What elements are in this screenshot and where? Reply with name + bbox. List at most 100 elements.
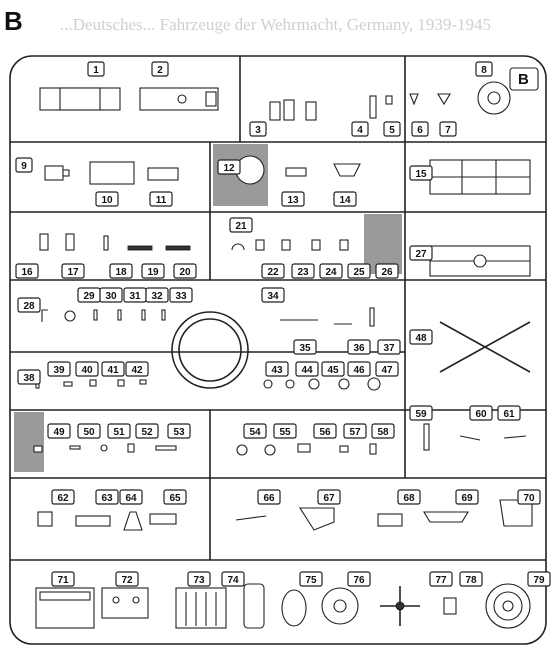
part-label-box	[51, 571, 75, 587]
part-label-box	[377, 339, 401, 355]
part-label-70: 70	[517, 489, 541, 505]
part-label-box	[347, 361, 371, 377]
part-label-box	[163, 489, 187, 505]
part-6-7	[409, 93, 451, 106]
part-label-text: 15	[415, 169, 427, 180]
part-label-5: 5	[383, 121, 401, 137]
part-label-18: 18	[109, 263, 133, 279]
part-label-53: 53	[167, 423, 191, 439]
part-label-text: 46	[353, 365, 365, 376]
part-label-text: 19	[147, 267, 159, 278]
part-label-text: 62	[57, 493, 69, 504]
part-3	[269, 99, 317, 121]
part-label-box	[135, 423, 159, 439]
part-label-text: 6	[417, 125, 423, 136]
part-label-59: 59	[409, 405, 433, 421]
part-label-46: 46	[347, 361, 371, 377]
part-label-text: 38	[23, 373, 35, 384]
part-label-text: 52	[141, 427, 153, 438]
part-label-65: 65	[163, 489, 187, 505]
sprue-frame	[9, 55, 547, 645]
part-label-text: 75	[305, 575, 317, 586]
corner-letter: B	[518, 71, 529, 88]
parts-49-53	[33, 443, 177, 453]
part-label-17: 17	[61, 263, 85, 279]
part-label-73: 73	[187, 571, 211, 587]
part-label-61: 61	[497, 405, 521, 421]
part-label-57: 57	[343, 423, 367, 439]
part-15	[429, 159, 531, 195]
part-label-45: 45	[321, 361, 345, 377]
part-label-box	[257, 489, 281, 505]
part-label-55: 55	[273, 423, 297, 439]
part-label-49: 49	[47, 423, 71, 439]
part-label-box	[249, 121, 267, 137]
part-label-text: 25	[353, 267, 365, 278]
part-label-text: 7	[445, 125, 451, 136]
part-label-box	[409, 165, 433, 181]
part-label-box	[115, 571, 139, 587]
part-label-text: 36	[353, 343, 365, 354]
part-label-box	[217, 159, 241, 175]
part-label-56: 56	[313, 423, 337, 439]
part-label-box	[517, 489, 541, 505]
part-label-66: 66	[257, 489, 281, 505]
part-label-text: 68	[403, 493, 415, 504]
part-label-box	[333, 191, 357, 207]
part-label-text: 50	[83, 427, 95, 438]
part-label-40: 40	[75, 361, 99, 377]
part-label-text: 29	[83, 291, 95, 302]
part-label-box	[299, 571, 323, 587]
center-gate-ring	[171, 311, 249, 389]
part-label-39: 39	[47, 361, 71, 377]
part-label-box	[107, 423, 131, 439]
part-label-box	[351, 121, 369, 137]
part-label-box	[319, 263, 343, 279]
parts-21-25	[231, 239, 349, 251]
part-label-text: 33	[175, 291, 187, 302]
part-label-box	[321, 361, 345, 377]
part-label-42: 42	[125, 361, 149, 377]
part-label-text: 58	[377, 427, 389, 438]
parts-54-58	[236, 443, 377, 456]
part-label-text: 37	[383, 343, 395, 354]
part-label-25: 25	[347, 263, 371, 279]
part-label-box	[375, 263, 399, 279]
part-label-box	[169, 287, 193, 303]
part-label-text: 54	[249, 427, 261, 438]
part-76b	[380, 586, 420, 626]
part-label-text: 26	[381, 267, 393, 278]
part-label-box	[527, 571, 551, 587]
part-label-20: 20	[173, 263, 197, 279]
part-label-box	[439, 121, 457, 137]
part-label-box	[347, 339, 371, 355]
part-label-text: 47	[381, 365, 393, 376]
part-label-text: 3	[255, 125, 261, 136]
part-8	[477, 81, 511, 115]
part-label-text: 10	[101, 195, 113, 206]
part-label-60: 60	[469, 405, 493, 421]
part-label-58: 58	[371, 423, 395, 439]
part-1	[39, 87, 121, 111]
part-label-box	[95, 489, 119, 505]
parts-62-65	[37, 511, 177, 531]
watermark-text: ...Deutsches... Fahrzeuge der Wehrmacht,…	[60, 15, 491, 34]
part-label-text: 2	[157, 65, 163, 76]
part-label-68: 68	[397, 489, 421, 505]
part-label-text: 71	[57, 575, 69, 586]
part-2	[139, 87, 219, 111]
part-label-box	[411, 121, 429, 137]
part-label-text: 11	[156, 195, 167, 206]
part-label-box	[17, 369, 41, 385]
part-label-38: 38	[17, 369, 41, 385]
part-label-32: 32	[145, 287, 169, 303]
part-label-text: 21	[235, 221, 247, 232]
part-label-text: 64	[125, 493, 137, 504]
parts-28-33	[41, 309, 166, 322]
part-label-box	[455, 489, 479, 505]
part-label-box	[409, 405, 433, 421]
part-label-62: 62	[51, 489, 75, 505]
part-label-box	[87, 61, 105, 77]
part-label-box	[409, 245, 433, 261]
part-label-text: 42	[131, 365, 143, 376]
